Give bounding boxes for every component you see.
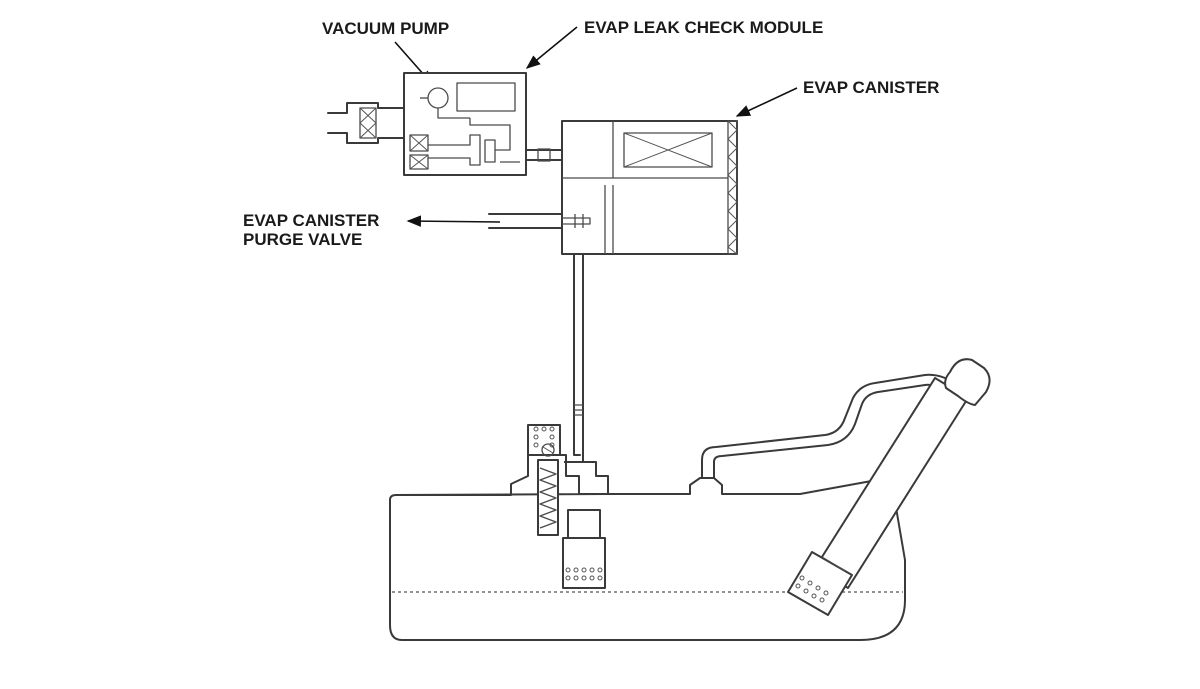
filler-neck (787, 358, 991, 616)
leak-check-module (327, 72, 563, 176)
purge-valve-leader (406, 215, 501, 227)
fuel-tank (389, 454, 906, 641)
canister-label: EVAP CANISTER (803, 78, 939, 97)
leak-check-module-label: EVAP LEAK CHECK MODULE (584, 18, 823, 37)
fuel-pump-module (562, 509, 606, 589)
vapor-line (573, 253, 584, 471)
purge-valve-label-line1: EVAP CANISTER (243, 211, 379, 230)
vent-valve (527, 424, 561, 536)
filler-cap (944, 358, 991, 406)
vacuum-pump-label: VACUUM PUMP (322, 19, 449, 38)
recirculation-tube (701, 373, 946, 479)
canister-leader (735, 87, 798, 117)
purge-valve-label-line2: PURGE VALVE (243, 230, 362, 249)
evap-canister (488, 120, 738, 255)
leak-check-module-leader (525, 26, 578, 69)
